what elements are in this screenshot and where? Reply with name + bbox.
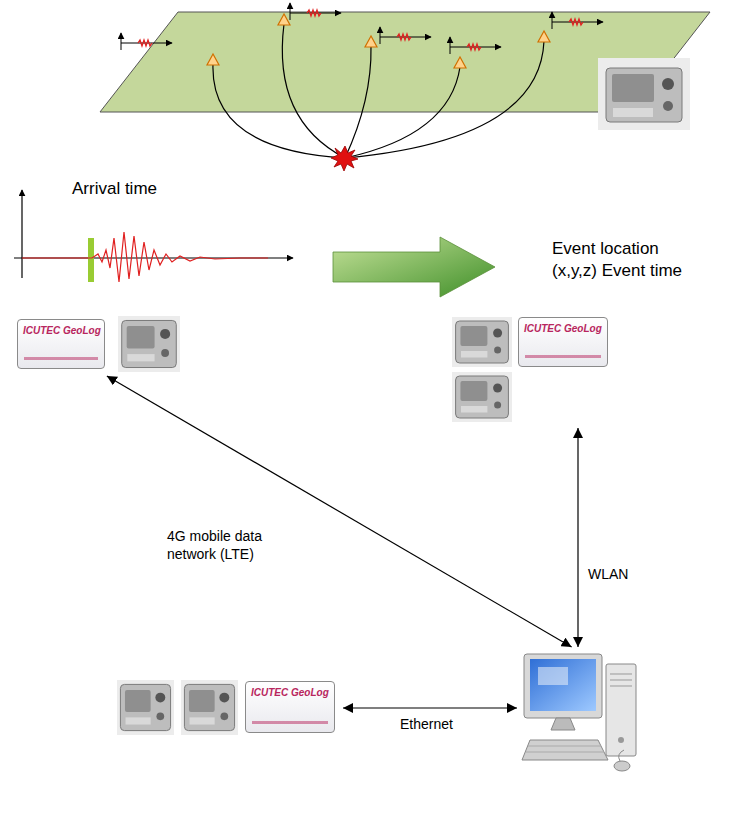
logger-brand: ICUTEC GeoLog xyxy=(524,323,602,334)
logger-group: ICUTEC GeoLog xyxy=(15,315,182,373)
sensor-triangles xyxy=(207,14,550,68)
device-photo xyxy=(118,316,180,372)
wavelet-squiggles xyxy=(138,10,583,50)
logger-group: ICUTEC GeoLog xyxy=(450,315,610,425)
source-star xyxy=(331,146,358,171)
logger-brand: ICUTEC GeoLog xyxy=(251,687,329,698)
logger-box: ICUTEC GeoLog xyxy=(17,319,105,369)
ray-paths xyxy=(213,24,544,158)
logger-stripe xyxy=(252,721,328,724)
device-photo xyxy=(598,58,690,130)
component-glyphs xyxy=(121,3,603,54)
logger-group: ICUTEC GeoLog xyxy=(115,678,340,738)
link-arrow xyxy=(107,376,572,647)
result-note: Event location (x,y,z) Event time xyxy=(552,238,702,282)
logger-stripe xyxy=(525,355,601,358)
computer-icon xyxy=(522,654,636,771)
logger-stripe xyxy=(24,357,98,360)
link-arrow xyxy=(577,428,578,647)
device-photo xyxy=(452,372,512,422)
device-photo xyxy=(452,317,512,367)
device-photo xyxy=(117,680,174,735)
device-photo xyxy=(181,680,238,735)
link-label: 4G mobile data network (LTE) xyxy=(165,528,299,563)
link-label: Ethernet xyxy=(398,716,455,734)
link-arrow xyxy=(343,707,517,708)
computer-node xyxy=(520,650,640,775)
waveform-plot xyxy=(14,190,293,282)
logger-box: ICUTEC GeoLog xyxy=(518,317,608,367)
link-label: WLAN xyxy=(586,566,630,584)
computer-drawing xyxy=(520,650,640,775)
logger-box: ICUTEC GeoLog xyxy=(245,681,335,733)
axis-caption: Arrival time xyxy=(72,178,157,200)
logger-brand: ICUTEC GeoLog xyxy=(23,325,99,336)
process-arrow xyxy=(333,237,495,297)
